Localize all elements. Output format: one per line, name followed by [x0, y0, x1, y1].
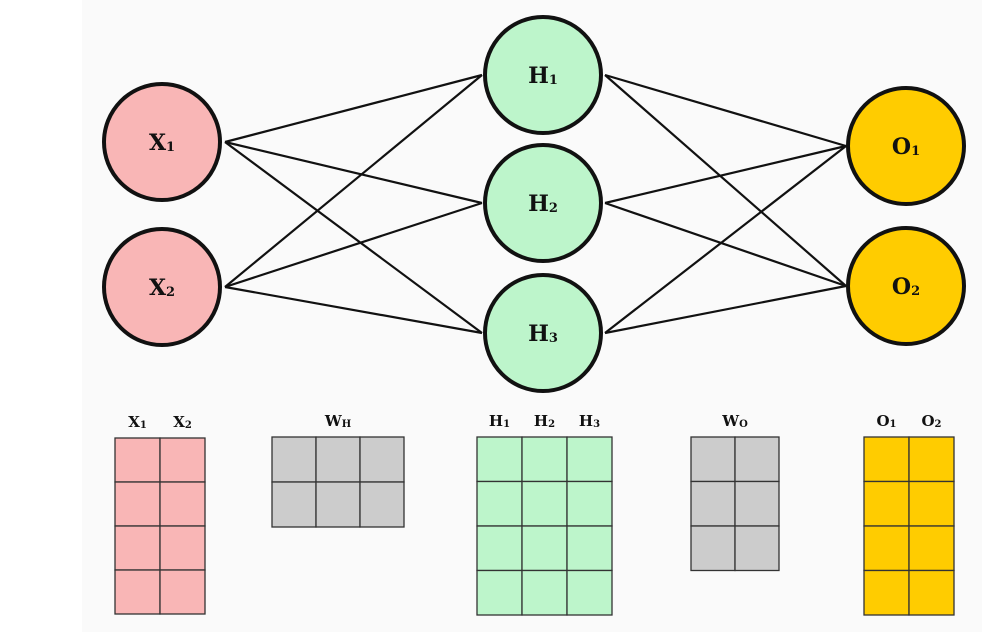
matrix-column-label: X1	[128, 413, 147, 431]
matrix-cell	[521, 480, 568, 527]
input-node-circle	[102, 82, 222, 202]
input-node-circle	[102, 227, 222, 347]
matrix-cell	[159, 437, 206, 483]
output-node-label: O1	[892, 134, 920, 160]
matrix-cell	[566, 436, 613, 483]
matrix-cell	[566, 569, 613, 616]
connection-lines	[224, 73, 847, 335]
hidden-node-2: H2	[483, 143, 603, 263]
matrix-cell	[159, 569, 206, 615]
edge-h1-o1	[604, 73, 847, 148]
matrix-cell	[690, 480, 736, 527]
edge-h1-o2	[604, 74, 847, 287]
matrix-cell	[476, 480, 523, 527]
weight-matrix: WO	[690, 412, 780, 572]
matrix-cell	[476, 436, 523, 483]
matrix-cell	[908, 569, 955, 616]
matrix-cell	[476, 525, 523, 572]
edge-h2-o2	[604, 201, 847, 288]
matrix-cell	[315, 481, 361, 528]
input-node-2: X2	[102, 227, 222, 347]
output-node-circle	[846, 86, 966, 206]
input-matrix: X1 X2	[114, 413, 206, 615]
hidden-node-1: H1	[483, 15, 603, 135]
matrix-cell	[521, 525, 568, 572]
matrix-blocks: X1 X2 WH H1 H2 H3 WO O1 O2	[114, 412, 955, 616]
matrix-cell	[863, 480, 910, 527]
edge-h3-o1	[604, 145, 847, 334]
matrix-cell	[566, 525, 613, 572]
edge-h2-o1	[604, 144, 847, 205]
hidden-node-3: H3	[483, 273, 603, 393]
matrix-cell	[315, 436, 361, 483]
matrix-cell	[521, 569, 568, 616]
matrix-cell	[359, 481, 405, 528]
matrix-column-label: O2	[921, 412, 941, 430]
matrix-column-label: H3	[579, 412, 600, 430]
matrix-cell	[566, 480, 613, 527]
edge-x2-h1	[224, 74, 483, 288]
matrix-cell	[863, 569, 910, 616]
matrix-cell	[734, 436, 780, 483]
matrix-cell	[159, 481, 206, 527]
matrix-column-label: H2	[534, 412, 555, 430]
matrix-cell	[863, 525, 910, 572]
input-node-1: X1	[102, 82, 222, 202]
hidden-node-label: H3	[528, 321, 558, 347]
matrix-cell	[159, 525, 206, 571]
matrix-cell	[476, 569, 523, 616]
matrix-label: WO	[721, 412, 748, 430]
edge-x1-h2	[224, 140, 483, 205]
output-node-2: O2	[846, 226, 966, 346]
matrix-cell	[521, 436, 568, 483]
hidden-node-circle	[483, 143, 603, 263]
matrix-cell	[734, 480, 780, 527]
matrix-column-label: H1	[489, 412, 510, 430]
matrix-cell	[271, 436, 317, 483]
output-node-circle	[846, 226, 966, 346]
matrix-cell	[114, 437, 161, 483]
edge-x1-h1	[224, 73, 483, 144]
hidden-node-label: H1	[528, 63, 558, 89]
edge-x1-h3	[224, 141, 483, 334]
hidden-node-label: H2	[528, 191, 558, 217]
matrix-cell	[690, 525, 736, 572]
matrix-cell	[359, 436, 405, 483]
matrix-cell	[271, 481, 317, 528]
hidden-node-circle	[483, 273, 603, 393]
edge-h3-o2	[604, 284, 847, 335]
output-node-1: O1	[846, 86, 966, 206]
matrix-cell	[908, 480, 955, 527]
output-node-label: O2	[892, 274, 920, 300]
hidden-node-circle	[483, 15, 603, 135]
matrix-cell	[114, 525, 161, 571]
matrix-cell	[908, 436, 955, 483]
hidden-matrix: H1 H2 H3	[476, 412, 613, 616]
matrix-cell	[908, 525, 955, 572]
matrix-column-label: X2	[173, 413, 192, 431]
edge-x2-h2	[224, 201, 483, 289]
matrix-cell	[114, 481, 161, 527]
matrix-column-label: O1	[876, 412, 896, 430]
matrix-cell	[863, 436, 910, 483]
matrix-cell	[114, 569, 161, 615]
input-node-label: X2	[149, 275, 175, 301]
matrix-cell	[734, 525, 780, 572]
weight-matrix: WH	[271, 412, 405, 528]
matrix-cell	[690, 436, 736, 483]
output-matrix: O1 O2	[863, 412, 955, 616]
matrix-label: WH	[324, 412, 351, 430]
input-node-label: X1	[149, 130, 175, 156]
edge-x2-h3	[224, 285, 483, 335]
